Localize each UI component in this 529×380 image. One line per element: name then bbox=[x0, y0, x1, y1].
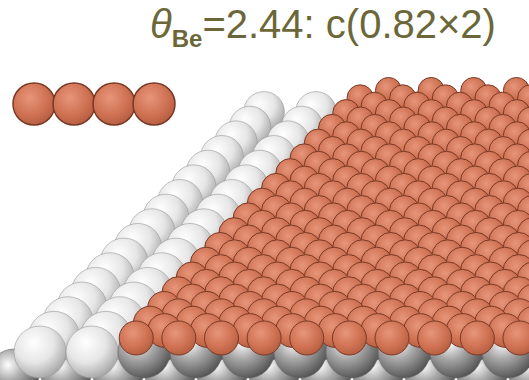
be-atom bbox=[418, 321, 452, 355]
be-overlayer bbox=[119, 77, 529, 355]
be-atom bbox=[53, 83, 95, 125]
be-atom bbox=[332, 321, 366, 355]
be-atom-row bbox=[13, 83, 175, 125]
be-atom bbox=[162, 321, 196, 355]
be-atom bbox=[204, 321, 238, 355]
be-atom bbox=[93, 83, 135, 125]
be-atom bbox=[133, 83, 175, 125]
substrate-atom bbox=[66, 326, 118, 378]
substrate-atom bbox=[14, 326, 66, 378]
coverage-heading: θBe=2.44: c(0.82×2) bbox=[150, 2, 496, 53]
be-atom bbox=[290, 321, 324, 355]
be-atom bbox=[460, 321, 494, 355]
be-atom bbox=[119, 321, 153, 355]
theta-symbol: θ bbox=[150, 2, 172, 46]
be-atom bbox=[13, 83, 55, 125]
be-atom bbox=[375, 321, 409, 355]
subscript-element: Be bbox=[172, 25, 203, 52]
be-atom bbox=[247, 321, 281, 355]
substrate-atoms bbox=[0, 92, 529, 380]
be-atom bbox=[503, 321, 529, 355]
coverage-text: =2.44: c(0.82×2) bbox=[202, 2, 496, 46]
